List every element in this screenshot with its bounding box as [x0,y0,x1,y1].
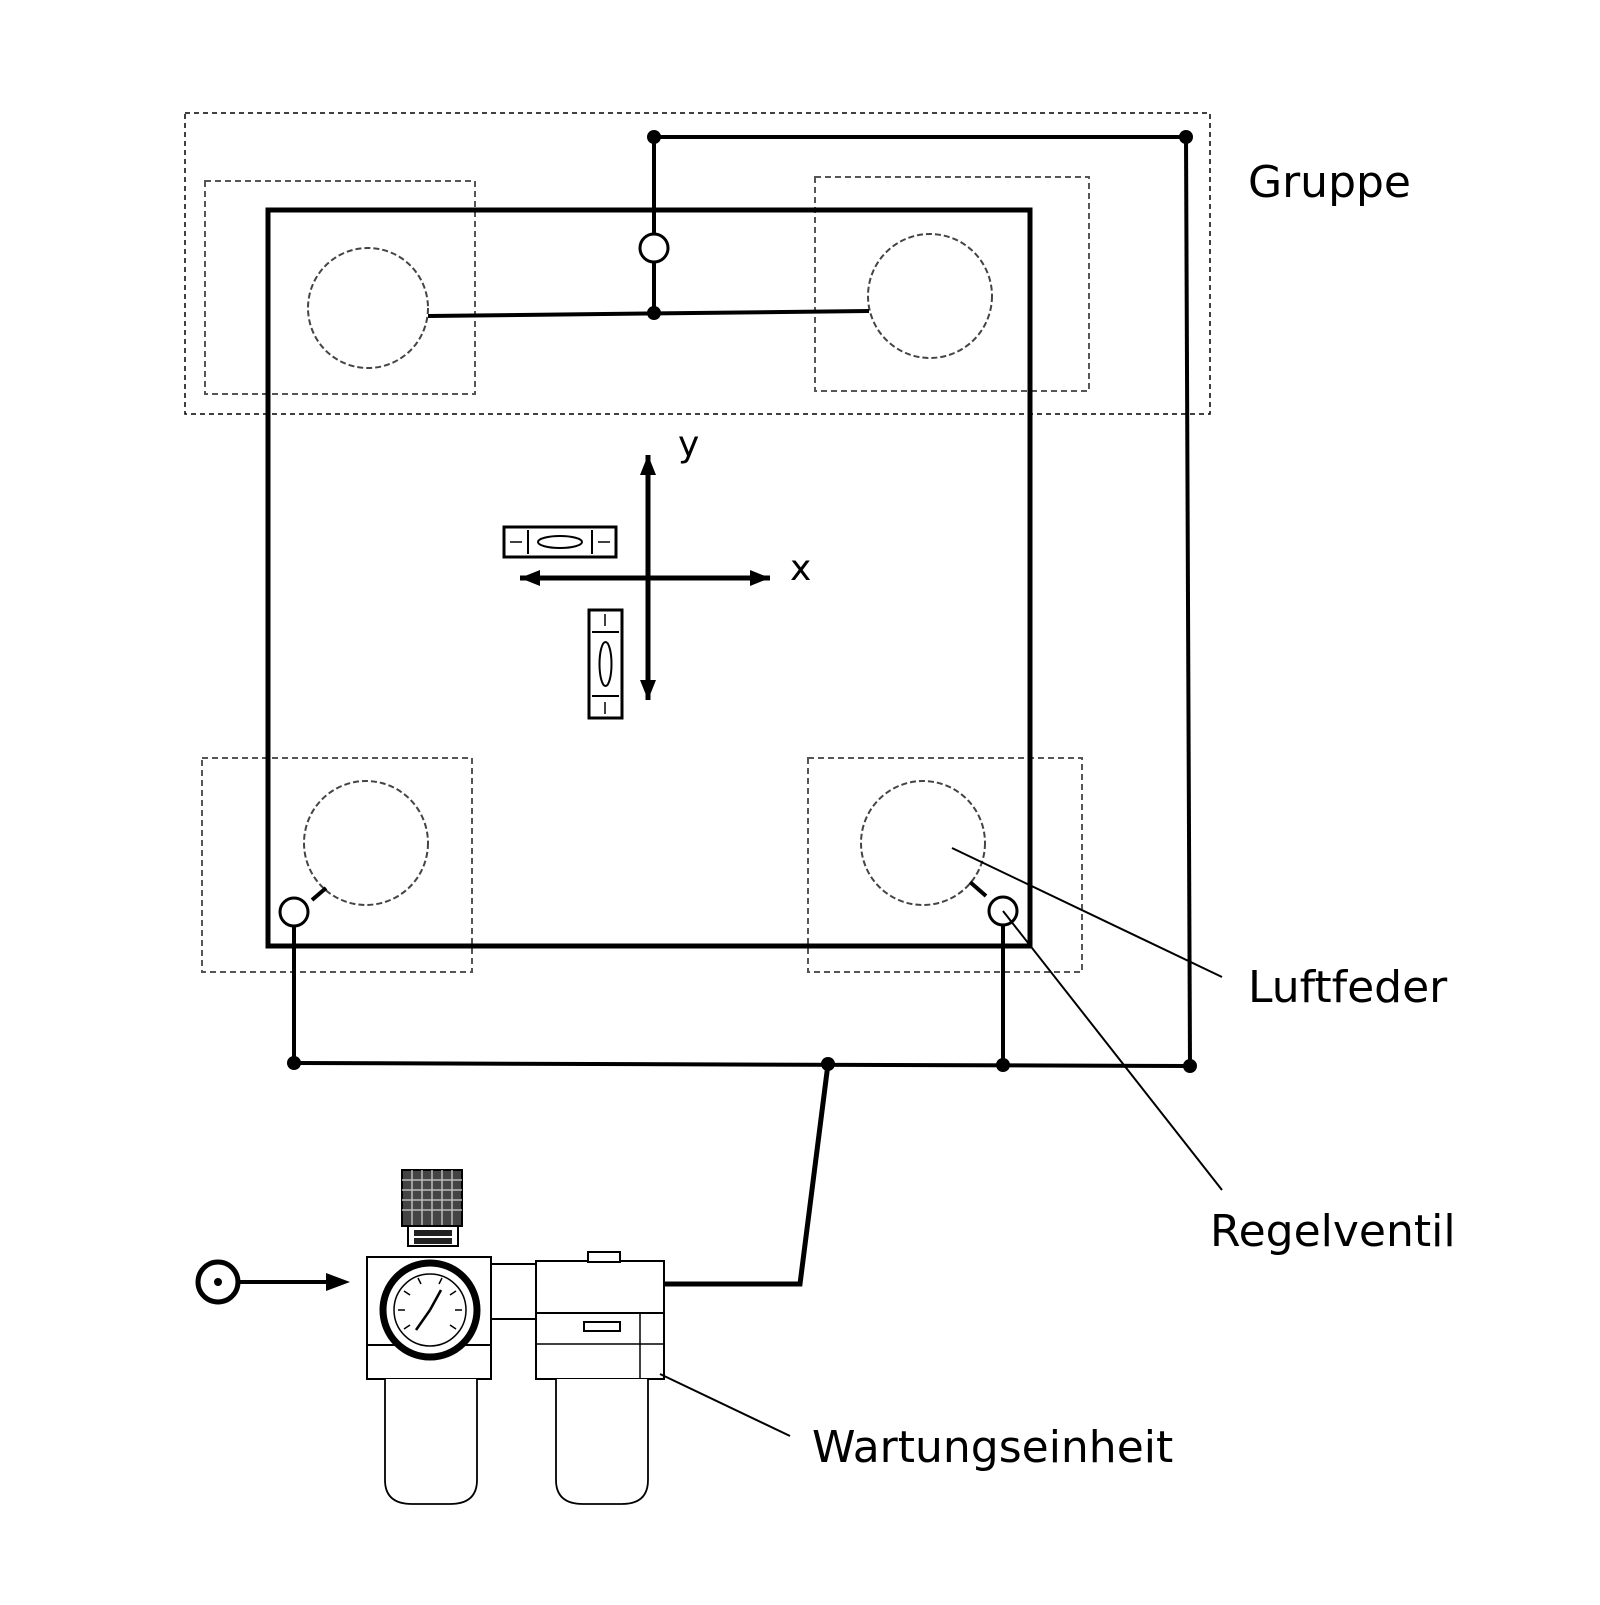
air-spring-icon [867,233,993,359]
source-arrowhead [326,1273,350,1291]
air-spring-icon [303,780,429,906]
label-luftfeder: Luftfeder [1248,962,1448,1013]
air-source-icon [195,1259,241,1305]
spirit-level-icon [587,608,624,720]
control-valve-icon [638,232,670,264]
leader-lines [659,847,1223,1437]
table-plate [265,207,1033,949]
axis-label-x: x [790,548,811,589]
spirit-level-icon [502,525,618,559]
air-spring-box-top-right [814,176,1090,392]
axis-cross [520,455,770,700]
air-spring-icon [307,247,429,369]
supply-line [640,1063,831,1287]
junction-dots [287,130,1197,1073]
air-spring-box-bottom-right [807,757,1083,973]
label-gruppe: Gruppe [1248,157,1411,208]
group-outline [184,112,1211,415]
maintenance-unit [366,1169,665,1505]
label-regelventil: Regelventil [1210,1206,1456,1257]
control-valve-icon [278,896,310,928]
pressure-gauge-icon [379,1259,481,1361]
label-wartungseinheit: Wartungseinheit [812,1422,1173,1473]
bottom-air-lines [292,880,1191,1068]
air-spring-box-top-left [204,180,476,395]
top-air-lines [427,135,1192,1067]
axis-label-y: y [678,424,699,465]
axis-arrowheads [520,455,770,700]
air-spring-box-bottom-left [201,757,473,973]
air-spring-icon [860,780,986,906]
